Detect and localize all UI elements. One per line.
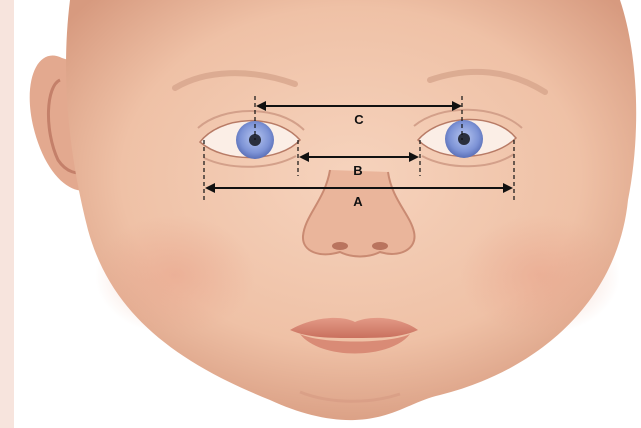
label-b: B	[353, 163, 362, 178]
left-cheek-blush	[95, 215, 255, 335]
right-pupil	[458, 133, 470, 145]
label-a: A	[353, 194, 363, 209]
right-cheek-blush	[460, 215, 620, 335]
label-c: C	[354, 112, 364, 127]
background-left-panel	[0, 0, 14, 428]
